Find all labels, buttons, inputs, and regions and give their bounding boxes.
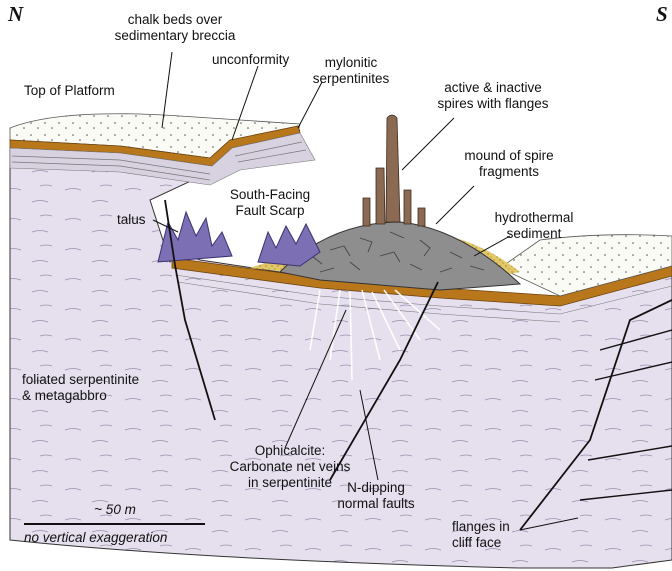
scale-note: no vertical exaggeration	[24, 530, 167, 546]
label-normal-faults: N-dipping normal faults	[316, 480, 436, 512]
label-talus: talus	[117, 212, 146, 228]
label-fault-scarp: South-Facing Fault Scarp	[210, 187, 330, 219]
scale-distance: ~ 50 m	[80, 502, 150, 518]
label-foliated-serpentinite: foliated serpentinite & metagabbro	[22, 372, 139, 404]
label-top-of-platform: Top of Platform	[24, 83, 115, 99]
talus	[158, 212, 232, 262]
label-unconformity: unconformity	[212, 52, 289, 68]
spires	[363, 115, 425, 226]
label-mound: mound of spire fragments	[444, 148, 574, 180]
label-spires: active & inactive spires with flanges	[418, 80, 568, 112]
label-mylonitic-serpentinites: mylonitic serpentinites	[296, 55, 406, 87]
label-chalk-beds: chalk beds over sedimentary breccia	[90, 12, 260, 44]
label-flanges-cliff-face: flanges in cliff face	[452, 519, 510, 551]
north-indicator: N	[8, 2, 23, 27]
south-indicator: S	[656, 2, 668, 27]
label-hydrothermal-sediment: hydrothermal sediment	[474, 210, 594, 242]
